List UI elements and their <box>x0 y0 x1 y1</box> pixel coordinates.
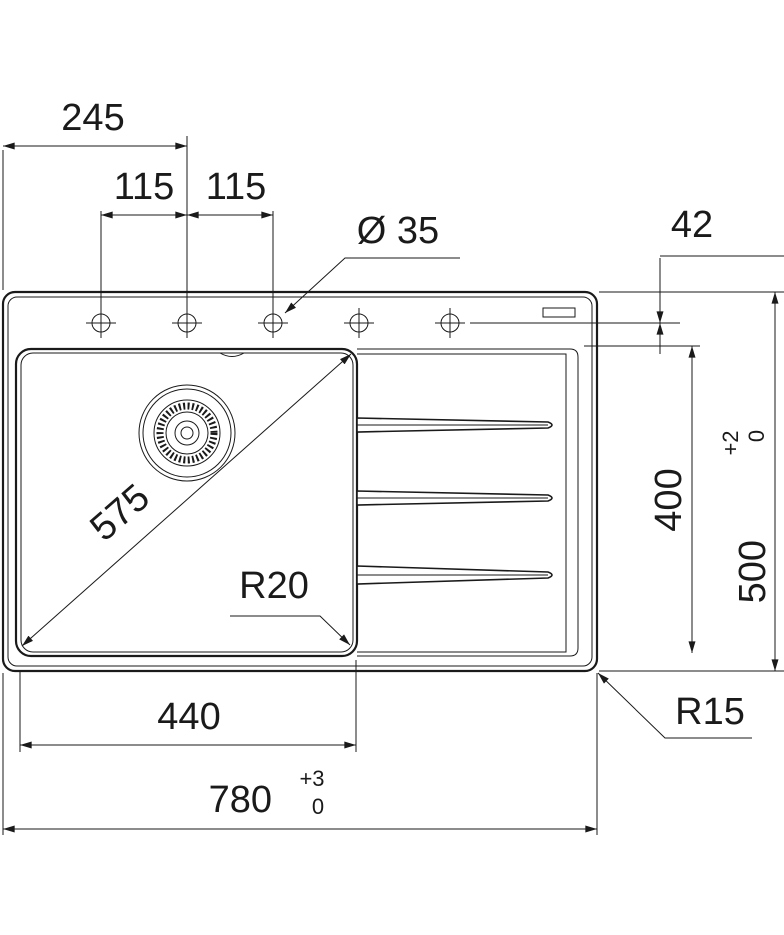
bowl <box>14 347 359 658</box>
extension-lines <box>2 136 784 835</box>
dim-hole-edge-distance: 42 <box>671 204 713 246</box>
dim-overall-width-tol-lower: 0 <box>312 794 324 819</box>
tap-hole <box>86 308 116 338</box>
dim-bowl-depth: 400 <box>648 468 690 531</box>
dimension-labels: 245 115 115 Ø 35 42 575 R20 440 780 +3 0… <box>61 97 774 821</box>
dim-bowl-radius: R20 <box>239 565 309 607</box>
dim-hole-spacing-left: 115 <box>114 166 175 208</box>
drainer <box>356 348 579 657</box>
dimension-lines <box>3 142 784 833</box>
tap-hole <box>435 308 465 338</box>
dim-bowl-width: 440 <box>157 696 220 738</box>
drain-icon <box>138 384 236 482</box>
dim-tap-offset: 245 <box>61 97 124 139</box>
dim-corner-radius: R15 <box>675 691 745 733</box>
tap-holes <box>86 307 576 338</box>
dim-bowl-diagonal: 575 <box>82 476 157 549</box>
dim-hole-diameter: Ø 35 <box>357 210 439 252</box>
dim-overall-width: 780 <box>209 779 272 821</box>
tap-hole <box>258 308 288 338</box>
dim-overall-width-tol-upper: +3 <box>299 766 324 791</box>
dim-overall-depth: 500 <box>732 540 774 603</box>
overflow-slot <box>542 307 576 318</box>
tap-hole <box>344 308 374 338</box>
dim-overall-depth-tol-lower: 0 <box>744 430 769 442</box>
tap-hole <box>172 308 202 338</box>
dim-hole-spacing-right: 115 <box>206 166 267 208</box>
sink-outline <box>1 290 599 673</box>
dim-overall-depth-tol-upper: +2 <box>718 430 743 455</box>
